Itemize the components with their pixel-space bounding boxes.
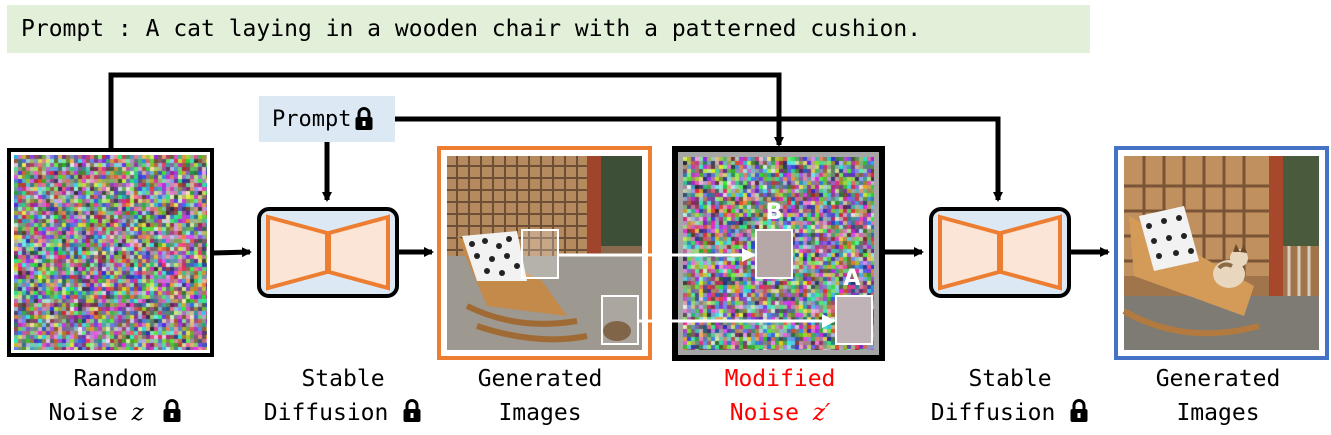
- caption-word: Noise: [48, 400, 118, 426]
- caption-line: Noise z: [40, 396, 190, 430]
- caption-line: Generated: [1155, 366, 1281, 392]
- lock-icon: [403, 399, 421, 422]
- caption-line: Stable: [968, 366, 1052, 392]
- prompt-box: Prompt: [259, 96, 395, 142]
- stable-diffusion-model-2: [929, 207, 1071, 298]
- caption-line: Stable: [301, 366, 385, 392]
- generated-image-1: [437, 146, 652, 360]
- lock-icon: [1070, 399, 1088, 422]
- caption-line: Images: [1176, 400, 1260, 426]
- caption-stable-diffusion-2: Stable Diffusion: [910, 362, 1110, 430]
- caption-line: Diffusion: [243, 396, 443, 430]
- caption-modified-noise: Modified Noise z′: [700, 362, 860, 430]
- patch-label-b: B: [766, 200, 783, 225]
- lock-icon: [355, 107, 373, 130]
- caption-word: Diffusion: [263, 400, 389, 426]
- caption-line: Images: [498, 400, 582, 426]
- noise-pattern: [14, 155, 207, 350]
- caption-generated-images-2: Generated Images: [1133, 362, 1303, 430]
- random-noise-image: [7, 148, 214, 357]
- caption-line: Diffusion: [910, 396, 1110, 430]
- caption-word: Diffusion: [930, 400, 1056, 426]
- generated-image-2: [1114, 146, 1329, 360]
- lock-icon: [163, 399, 181, 422]
- arrow-noise-to-modified: [108, 72, 784, 148]
- arrow-prompt-to-diffusion-2: [395, 116, 1003, 202]
- caption-line: Noise z′: [700, 396, 860, 430]
- noise-symbol: z: [131, 400, 144, 426]
- patch-box-b-source: [521, 229, 559, 279]
- stable-diffusion-model-1: [257, 207, 399, 298]
- caption-generated-images-1: Generated Images: [455, 362, 625, 430]
- prompt-banner: Prompt : A cat laying in a wooden chair …: [7, 5, 1090, 53]
- patch-box-a-source: [601, 295, 639, 345]
- patch-box-a: [835, 295, 873, 345]
- patch-label-a: A: [843, 266, 860, 291]
- caption-stable-diffusion-1: Stable Diffusion: [243, 362, 443, 430]
- caption-word: Noise: [729, 400, 800, 426]
- caption-random-noise: Random Noise z: [40, 362, 190, 430]
- caption-line: Modified: [724, 366, 836, 392]
- caption-line: Random: [73, 366, 157, 392]
- prompt-box-label: Prompt: [272, 106, 352, 132]
- caption-line: Generated: [477, 366, 603, 392]
- noise-symbol: z′: [812, 400, 831, 426]
- arrow-noise-to-diffusion-1: [212, 247, 252, 258]
- patch-box-b: [755, 229, 793, 279]
